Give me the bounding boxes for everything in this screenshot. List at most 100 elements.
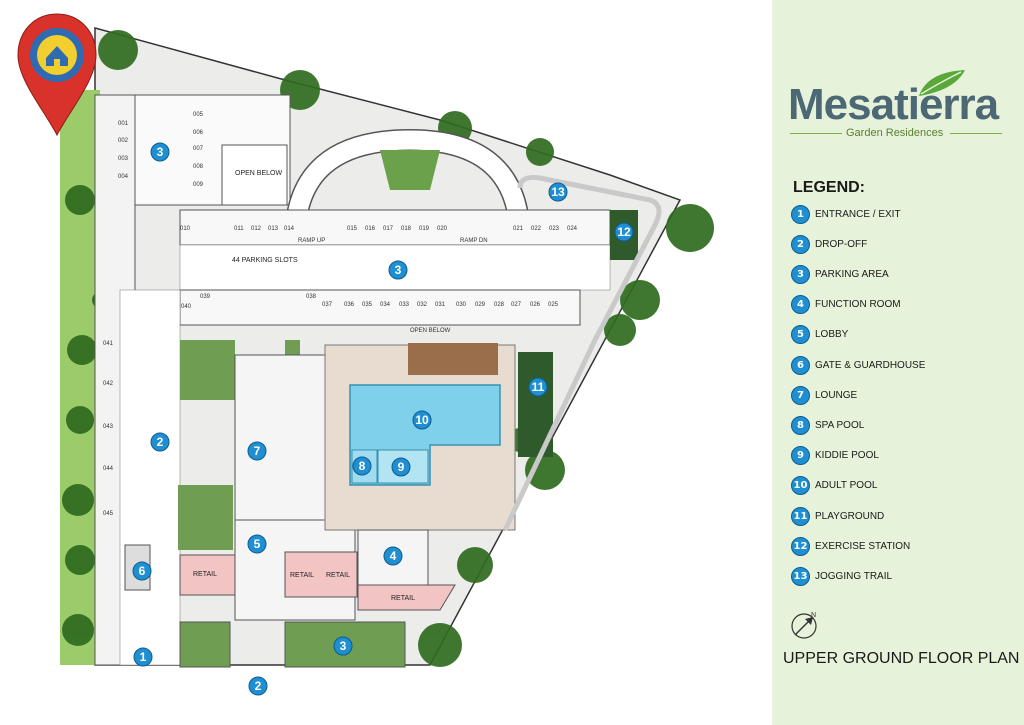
- ramp-up-label: RAMP UP: [298, 238, 325, 244]
- callout-marker: [528, 377, 548, 397]
- callout-marker: [352, 456, 372, 476]
- legend-label: PARKING AREA: [815, 268, 889, 280]
- svg-text:019: 019: [419, 226, 430, 232]
- callout-number: 10: [415, 413, 429, 427]
- callout-marker: [333, 636, 353, 656]
- legend-label: LOBBY: [815, 329, 849, 341]
- svg-text:003: 003: [118, 156, 129, 162]
- lawn-south: [178, 485, 233, 550]
- retail-label-3: RETAIL: [326, 572, 350, 579]
- svg-text:031: 031: [435, 302, 446, 308]
- svg-text:034: 034: [380, 302, 391, 308]
- svg-text:005: 005: [193, 112, 204, 118]
- svg-text:038: 038: [306, 294, 317, 300]
- svg-text:006: 006: [193, 130, 204, 136]
- open-below-void: [221, 144, 288, 206]
- svg-text:026: 026: [530, 302, 541, 308]
- callout-number: 6: [139, 564, 146, 578]
- svg-text:036: 036: [344, 302, 355, 308]
- legend-title: LEGEND:: [793, 179, 865, 196]
- jogging-trail: [502, 175, 662, 532]
- slot-labels-021: 021 022 023 024: [513, 226, 578, 232]
- callout-number: 12: [617, 225, 631, 239]
- parking-row-1: [179, 209, 611, 246]
- retail-3: [357, 584, 456, 611]
- svg-text:020: 020: [437, 226, 448, 232]
- brand-tagline: Garden Residences: [846, 127, 944, 139]
- open-below-label: OPEN BELOW: [235, 170, 282, 177]
- legend-number: 6: [791, 355, 810, 375]
- legend-item: 5 LOBBY: [791, 325, 848, 345]
- callout-marker: [248, 676, 268, 696]
- slot-labels-010: 010 011 012 013 014: [180, 226, 295, 232]
- svg-text:035: 035: [362, 302, 373, 308]
- svg-text:004: 004: [118, 174, 129, 180]
- callout-marker: [548, 182, 568, 202]
- callout-number: 11: [532, 380, 545, 394]
- legend-label: DROP-OFF: [815, 238, 868, 250]
- svg-text:029: 029: [475, 302, 486, 308]
- callout-marker: [391, 457, 411, 477]
- parking-slots-label: 44 PARKING SLOTS: [232, 257, 298, 264]
- retail-1: [179, 554, 236, 596]
- legend-label: EXERCISE STATION: [815, 540, 911, 552]
- north-arrow-icon: N: [791, 612, 817, 639]
- callout-number: 8: [359, 459, 366, 473]
- callout-marker: [150, 432, 170, 452]
- legend-number: 1: [791, 204, 810, 224]
- retail-label-2: RETAIL: [290, 572, 314, 579]
- legend-number: 9: [791, 446, 810, 466]
- legend-number: 5: [791, 325, 810, 345]
- legend-number: 12: [791, 536, 810, 556]
- legend-number: 11: [791, 506, 810, 526]
- svg-text:040: 040: [181, 304, 192, 310]
- svg-text:015: 015: [347, 226, 358, 232]
- legend-number: 7: [791, 385, 810, 405]
- svg-text:037: 037: [322, 302, 333, 308]
- callout-number: 3: [395, 263, 402, 277]
- legend-label: JOGGING TRAIL: [815, 570, 893, 582]
- callout-number: 2: [157, 435, 164, 449]
- legend-item: 2 DROP-OFF: [791, 234, 867, 254]
- legend-label: KIDDIE POOL: [815, 450, 879, 462]
- legend-number: 2: [791, 234, 810, 254]
- legend-number: 13: [791, 566, 810, 586]
- drop-off-driveway: [119, 289, 181, 666]
- legend-number: 10: [791, 476, 810, 496]
- legend-number: 4: [791, 295, 810, 315]
- callout-marker: [412, 410, 432, 430]
- legend-item: 4 FUNCTION ROOM: [791, 295, 901, 315]
- svg-text:011: 011: [234, 226, 244, 232]
- slot-labels-001: 001 002 003 004: [118, 121, 129, 180]
- callout-number: 3: [340, 639, 347, 653]
- svg-text:021: 021: [513, 226, 524, 232]
- callout-number: 13: [551, 185, 565, 199]
- legend-number: 3: [791, 264, 810, 284]
- wood-deck: [408, 343, 498, 375]
- callout-marker: [133, 647, 153, 667]
- lawn-west: [180, 340, 235, 400]
- legend-item: 3 PARKING AREA: [791, 264, 889, 284]
- slot-labels-row2: 038 036 035 034 033 032 031 030 029 028 …: [181, 294, 559, 310]
- leaf-icon: [919, 70, 965, 96]
- svg-text:016: 016: [365, 226, 376, 232]
- brand-name: Mesatierra: [788, 80, 999, 129]
- svg-text:041: 041: [103, 341, 114, 347]
- svg-text:009: 009: [193, 182, 204, 188]
- svg-text:001: 001: [118, 121, 129, 127]
- svg-text:039: 039: [200, 294, 211, 300]
- callout-number: 3: [157, 145, 164, 159]
- svg-text:045: 045: [103, 511, 114, 517]
- legend-label: ADULT POOL: [815, 480, 878, 492]
- svg-text:033: 033: [399, 302, 410, 308]
- callout-marker: [388, 260, 408, 280]
- svg-text:027: 027: [511, 302, 522, 308]
- legend-item: 12 EXERCISE STATION: [791, 536, 910, 556]
- callout-marker: [150, 142, 170, 162]
- legend-label: FUNCTION ROOM: [815, 299, 901, 311]
- svg-text:030: 030: [456, 302, 467, 308]
- svg-text:028: 028: [494, 302, 505, 308]
- svg-text:017: 017: [383, 226, 394, 232]
